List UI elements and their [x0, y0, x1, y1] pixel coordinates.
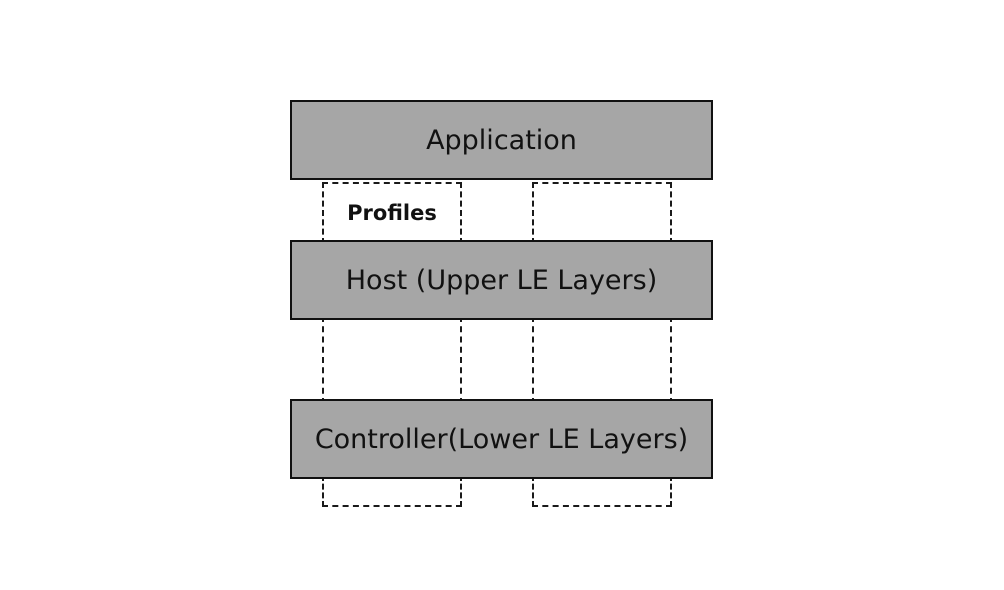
left-bottom-segment [322, 475, 462, 507]
application-layer: Application [290, 100, 713, 180]
right-bottom-segment [532, 475, 672, 507]
controller-layer-label: Controller(Lower LE Layers) [314, 423, 689, 455]
application-layer-label: Application [426, 124, 577, 156]
right-middle-segment [532, 316, 672, 404]
profiles-label: Profiles [347, 201, 437, 225]
host-layer-label: Host (Upper LE Layers) [345, 264, 658, 296]
left-middle-segment [322, 316, 462, 404]
right-profile-segment [532, 182, 672, 244]
host-layer: Host (Upper LE Layers) [290, 240, 713, 320]
controller-layer: Controller(Lower LE Layers) [290, 399, 713, 479]
